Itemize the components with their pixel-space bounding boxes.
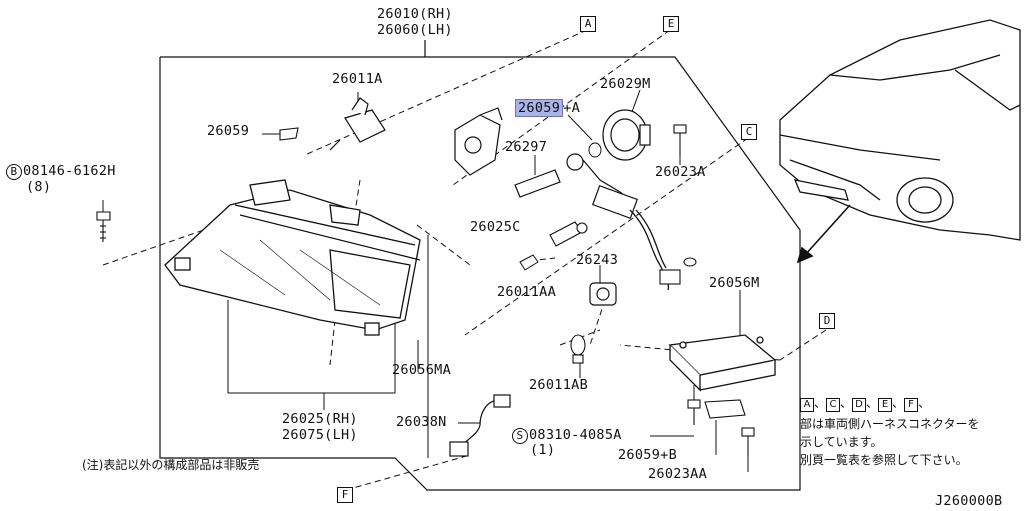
label-bulb-26011ab: 26011AB	[529, 377, 588, 393]
label-holder-26243: 26243	[576, 252, 619, 268]
connector-box-c[interactable]: C	[741, 124, 757, 140]
screw-prefix-badge: S	[512, 428, 528, 444]
label-screw-26023aa: 26023AA	[648, 466, 707, 482]
label-screw-26023a: 26023A	[655, 164, 706, 180]
socket-26297-drawing	[514, 153, 638, 220]
bolt-prefix-badge: B	[6, 164, 22, 180]
label-bulb-26025c: 26025C	[470, 219, 521, 235]
note-not-for-sale: (注)表記以外の構成部品は非販売	[82, 458, 260, 472]
diagram-id: J260000B	[935, 493, 1003, 509]
connector-box-f[interactable]: F	[337, 487, 353, 503]
highlighted-part-26059[interactable]: 26059	[515, 99, 564, 117]
label-harness-26056ma: 26056MA	[392, 362, 451, 378]
assembly-frame	[159, 56, 801, 491]
legend-letters-row: A、C、D、E、F、	[800, 395, 930, 412]
bolt-drawing	[96, 211, 111, 242]
label-harness-26038n: 26038N	[396, 414, 447, 430]
socket-assembly-drawing	[454, 107, 503, 176]
label-bulb-26011a: 26011A	[332, 71, 383, 87]
label-ballast-26056m: 26056M	[709, 275, 760, 291]
legend-line-2: 示しています。	[800, 435, 883, 449]
label-screw-qty: (1)	[530, 442, 556, 458]
vehicle-drawing	[779, 19, 1021, 241]
connector-box-a[interactable]: A	[580, 16, 596, 32]
connector-box-e[interactable]: E	[663, 16, 679, 32]
connector-box-d[interactable]: D	[819, 313, 835, 329]
label-bolt-qty: (8)	[26, 179, 52, 195]
label-lens-lh: 26075(LH)	[282, 427, 358, 443]
headlamp-housing-drawing	[164, 179, 421, 336]
label-clip-26059: 26059	[207, 123, 250, 139]
bulb-26011a-drawing	[329, 97, 386, 151]
label-lens-rh: 26025(RH)	[282, 411, 358, 427]
legend-line-1: 部は車両側ハーネスコネクターを	[800, 417, 980, 431]
ballast-unit-drawing	[668, 334, 777, 392]
label-headlamp-lh: 26060(LH)	[377, 22, 453, 38]
label-bulb-26011aa: 26011AA	[497, 284, 556, 300]
harness-26038n-drawing	[449, 394, 511, 457]
label-ring-26029m: 26029M	[600, 76, 651, 92]
label-26059b: 26059+B	[618, 447, 677, 463]
label-socket-26297: 26297	[505, 139, 548, 155]
ring-26029m-drawing	[602, 109, 651, 161]
label-headlamp-rh: 26010(RH)	[377, 6, 453, 22]
legend-line-3: 別頁一覧表を参照して下さい。	[800, 453, 968, 467]
label-26059a: 26059+A	[515, 99, 580, 117]
